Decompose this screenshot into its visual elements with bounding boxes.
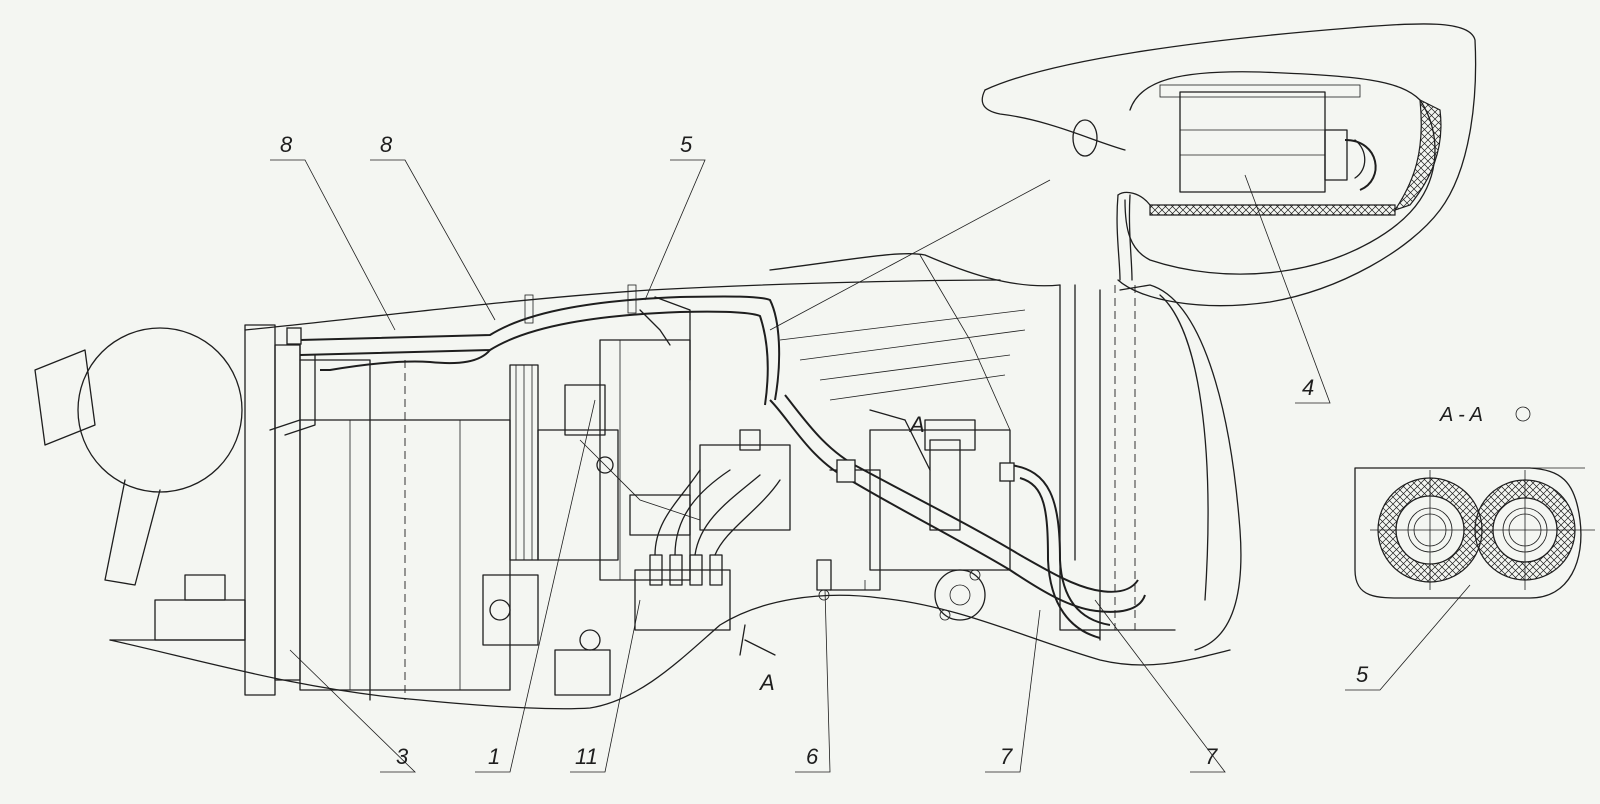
section-a-a-detail: A - A <box>1354 404 1595 599</box>
callout-11: 11 <box>575 744 598 769</box>
callout-8-right: 8 <box>380 132 393 157</box>
callout-labels: 8 8 5 4 3 1 11 6 7 7 5 <box>280 132 1369 769</box>
callout-5-top: 5 <box>680 132 693 157</box>
injection-pump <box>629 429 791 631</box>
callout-4: 4 <box>1302 375 1314 400</box>
fuel-tank-cutaway <box>981 23 1477 307</box>
callout-5-section: 5 <box>1356 662 1369 687</box>
callout-7-right: 7 <box>1205 744 1218 769</box>
callout-3: 3 <box>396 744 409 769</box>
hose-pair-upper <box>269 284 781 436</box>
callout-6: 6 <box>806 744 819 769</box>
cut-letter-lower: A <box>758 670 775 695</box>
air-filter <box>34 327 243 586</box>
rotation-mark-icon <box>1515 406 1531 422</box>
callout-7-left: 7 <box>1000 744 1013 769</box>
drain-fitting <box>816 559 832 601</box>
transmission-housing <box>829 284 1242 651</box>
cut-letter-upper: A <box>908 412 925 437</box>
leader-lines <box>270 159 1471 773</box>
section-title: A - A <box>1439 404 1483 426</box>
callout-8-left: 8 <box>280 132 293 157</box>
section-cut-marks: A A <box>739 409 931 695</box>
engine-block <box>109 324 691 701</box>
hose-lower <box>769 394 1146 639</box>
callout-1: 1 <box>488 744 500 769</box>
